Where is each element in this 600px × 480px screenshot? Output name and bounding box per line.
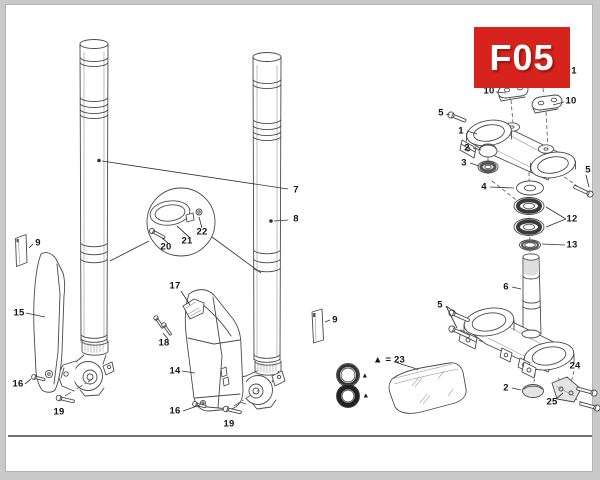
detail-balloon bbox=[109, 187, 262, 274]
upper-triple-clamp bbox=[459, 67, 578, 253]
fork-guard-left bbox=[33, 252, 66, 393]
guard-bracket bbox=[182, 298, 205, 320]
page-code-badge: F05 bbox=[474, 27, 570, 88]
bolt-5-lower-2 bbox=[448, 325, 470, 339]
bolt-24-2 bbox=[579, 401, 600, 412]
steering-stem bbox=[522, 253, 542, 335]
screw-16-left bbox=[31, 374, 46, 382]
reflector-right bbox=[311, 308, 324, 344]
bearing-ring-1 bbox=[513, 197, 545, 215]
screw-16-right bbox=[192, 401, 207, 409]
screw-19-right bbox=[222, 405, 242, 415]
reflector-left bbox=[15, 234, 28, 267]
bolt-5-right bbox=[573, 184, 594, 198]
lower-triple-clamp bbox=[458, 307, 584, 404]
fork-leg-left bbox=[57, 39, 115, 397]
bearing-ring-2 bbox=[513, 218, 545, 236]
o-ring-13 bbox=[519, 239, 541, 251]
spare-o-rings bbox=[336, 363, 360, 408]
fork-guard-right bbox=[184, 289, 244, 412]
leader-lines bbox=[24, 91, 590, 412]
bolt-5-upper bbox=[447, 111, 467, 123]
bolt-24-1 bbox=[576, 386, 598, 397]
screw-19-left bbox=[55, 394, 75, 404]
screw-18-2 bbox=[161, 322, 172, 336]
parts-bag bbox=[388, 362, 467, 414]
